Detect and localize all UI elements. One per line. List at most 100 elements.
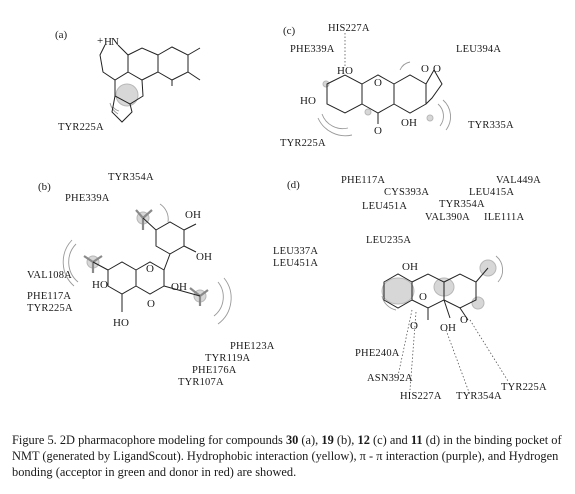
hydrophobic-feature bbox=[189, 287, 209, 306]
hbond-line bbox=[469, 319, 509, 382]
atom-n: N bbox=[111, 36, 119, 48]
atom-oh: OH bbox=[440, 322, 456, 334]
interaction-arc bbox=[495, 255, 504, 283]
residue-label: PHE176A bbox=[192, 365, 237, 376]
atom-o: O bbox=[147, 298, 155, 310]
caption-text: (a), bbox=[298, 433, 322, 447]
atom-o: O bbox=[374, 125, 382, 137]
atom-ho: HO bbox=[92, 279, 108, 291]
atom-ho: HO bbox=[113, 317, 129, 329]
hydrophobic-feature bbox=[364, 108, 372, 116]
atom-o: O bbox=[410, 320, 418, 332]
interaction-arc bbox=[381, 295, 397, 311]
atom-oh: OH bbox=[171, 281, 187, 293]
atom-oh: OH bbox=[185, 209, 201, 221]
interaction-arc bbox=[62, 239, 75, 287]
molecule-12-skeleton bbox=[326, 68, 443, 124]
residue-label: ILE111A bbox=[484, 212, 524, 223]
caption-compound-12: 12 bbox=[357, 433, 370, 447]
residue-label: HIS227A bbox=[400, 391, 442, 402]
figure-caption: Figure 5. 2D pharmacophore modeling for … bbox=[12, 432, 564, 480]
hydrophobic-feature bbox=[135, 209, 153, 230]
atom-o: O bbox=[419, 291, 427, 303]
hydrophobic-feature bbox=[426, 114, 434, 122]
atom-o: O bbox=[374, 77, 382, 89]
atom-plus: + bbox=[97, 35, 103, 47]
residue-label: CYS393A bbox=[384, 187, 429, 198]
middle-residues: LEU337A LEU451A bbox=[273, 246, 318, 269]
caption-compound-19: 19 bbox=[321, 433, 334, 447]
residue-label: PHE240A bbox=[355, 348, 400, 359]
residue-label: TYR354A bbox=[439, 199, 485, 210]
molecule-19-skeleton bbox=[92, 217, 201, 312]
panel-c-tag: (c) bbox=[283, 25, 296, 37]
residue-label: ASN392A bbox=[367, 373, 413, 384]
interaction-arc bbox=[213, 281, 224, 317]
molecule-11-skeleton bbox=[383, 267, 489, 321]
residue-label: LEU451A bbox=[362, 201, 407, 212]
caption-text: (c) and bbox=[369, 433, 411, 447]
residue-label: TYR225A bbox=[58, 122, 104, 133]
residue-label: TYR225A bbox=[501, 382, 547, 393]
atom-nh-h: H bbox=[104, 36, 112, 48]
caption-text: (b), bbox=[333, 433, 358, 447]
panel-d: (d) OH O O OH O PHE117A VAL449A CYS393A … bbox=[287, 175, 547, 402]
hbond-line bbox=[397, 309, 413, 377]
atom-oh: OH bbox=[401, 117, 417, 129]
residue-label: VAL108A bbox=[27, 270, 72, 281]
caption-text: 2D pharmacophore modeling for compounds bbox=[56, 433, 286, 447]
interaction-arc bbox=[442, 99, 452, 131]
residue-label: LEU415A bbox=[469, 187, 514, 198]
residue-label: PHE117A bbox=[341, 175, 385, 186]
hydrophobic-feature bbox=[83, 255, 103, 273]
caption-pi-pi: π - π bbox=[359, 449, 383, 463]
atom-o: O bbox=[433, 63, 441, 75]
atom-ho: HO bbox=[300, 95, 316, 107]
residue-label: PHE123A bbox=[230, 341, 275, 352]
molecule-30-skeleton bbox=[99, 44, 201, 123]
panel-c: (c) HO HO O O O OH O HIS227A PHE339A LEU… bbox=[280, 23, 514, 149]
panel-b-tag: (b) bbox=[38, 181, 51, 193]
panel-a: (a) + H N TYR225A bbox=[55, 29, 201, 133]
residue-label: TYR107A bbox=[178, 377, 224, 388]
residue-label: TYR225A bbox=[27, 303, 73, 314]
residue-label: PHE117A bbox=[27, 291, 71, 302]
interaction-arc bbox=[321, 113, 349, 130]
interaction-arc bbox=[317, 117, 353, 137]
panel-d-tag: (d) bbox=[287, 179, 300, 191]
diagram-canvas: (a) + H N TYR225A (c) bbox=[27, 23, 547, 402]
residue-label: LEU394A bbox=[456, 44, 501, 55]
residue-label: TYR119A bbox=[205, 353, 251, 364]
residue-label: PHE339A bbox=[65, 193, 110, 204]
atom-o: O bbox=[146, 263, 154, 275]
residue-label: LEU235A bbox=[366, 235, 411, 246]
residue-label: VAL449A bbox=[496, 175, 541, 186]
residue-label: HIS227A bbox=[328, 23, 370, 34]
atom-ho: HO bbox=[337, 65, 353, 77]
hydrophobic-feature bbox=[471, 296, 485, 310]
residue-label: LEU337A bbox=[273, 246, 318, 257]
interaction-arc bbox=[399, 61, 411, 71]
hbond-line bbox=[409, 311, 417, 391]
interaction-arc bbox=[159, 203, 169, 223]
caption-text: (d) in the binding pocket of NMT (genera… bbox=[12, 433, 562, 463]
residue-label: PHE339A bbox=[290, 44, 335, 55]
residue-label: TYR335A bbox=[468, 120, 514, 131]
residue-label: TYR354A bbox=[456, 391, 502, 402]
caption-text: interaction (purple), and Hydrogen bondi… bbox=[12, 449, 559, 479]
interaction-arc bbox=[437, 103, 444, 127]
panel-b: (b) OH OH HO OH bbox=[27, 172, 275, 388]
atom-oh: OH bbox=[196, 251, 212, 263]
aromatic-feature bbox=[381, 277, 415, 305]
interaction-arc bbox=[68, 243, 79, 283]
caption-compound-30: 30 bbox=[285, 433, 299, 447]
caption-figure-label: Figure 5. bbox=[12, 433, 57, 447]
atom-oh: OH bbox=[402, 261, 418, 273]
residue-label: TYR225A bbox=[280, 138, 326, 149]
atom-o: O bbox=[421, 63, 429, 75]
residue-label: LEU451A bbox=[273, 258, 318, 269]
residue-label: TYR354A bbox=[108, 172, 154, 183]
residue-label: VAL390A bbox=[425, 212, 470, 223]
panel-a-tag: (a) bbox=[55, 29, 68, 41]
